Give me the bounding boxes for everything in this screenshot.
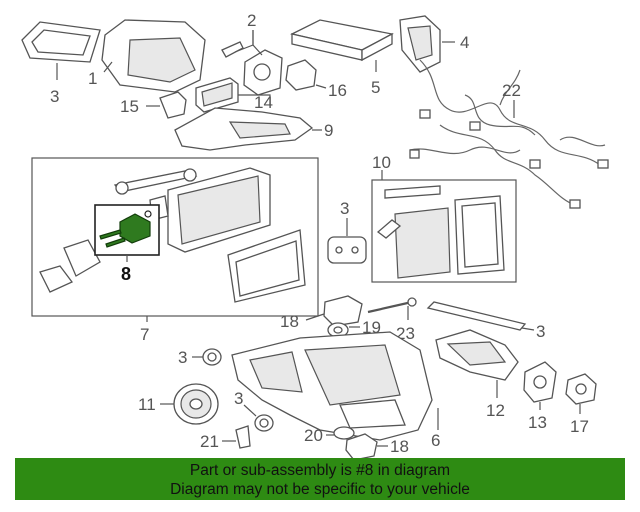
part-16-actuator[interactable] (285, 59, 317, 91)
part-9-duct[interactable] (174, 107, 314, 151)
part-6-hvac-case[interactable] (231, 331, 433, 441)
part-21-hose[interactable] (235, 425, 251, 449)
part-11-blower-motor[interactable] (173, 383, 219, 425)
banner-line-2: Diagram may not be specific to your vehi… (170, 481, 470, 498)
leader-1 (103, 61, 113, 73)
part-18-sensor-lower[interactable] (345, 433, 378, 461)
callout-1: 1 (88, 69, 97, 88)
part-13-actuator[interactable] (523, 361, 557, 403)
callout-6: 6 (431, 431, 440, 450)
leader-2b (252, 30, 263, 56)
callout-17: 17 (570, 417, 589, 436)
part-1-housing-upper[interactable] (101, 19, 206, 93)
part-12-duct[interactable] (435, 329, 519, 381)
callout-19: 19 (362, 318, 381, 337)
callout-9: 9 (324, 121, 333, 140)
subassembly-10-box (371, 179, 517, 283)
part-5-cabin-filter[interactable] (290, 19, 394, 62)
callout-10: 10 (372, 153, 391, 172)
part-17-motor[interactable] (565, 373, 597, 405)
leader-3c (521, 327, 535, 331)
callout-13: 13 (528, 413, 547, 432)
callout-22: 22 (502, 81, 521, 100)
part-23-rod[interactable] (367, 297, 417, 314)
part-18-sensor-upper[interactable] (323, 295, 363, 327)
callout-21: 21 (200, 432, 219, 451)
subassembly-7-box (31, 157, 319, 317)
part-14-module[interactable] (195, 77, 239, 113)
part-7-evaporator-core[interactable] (39, 167, 306, 303)
part-3-grommet-left[interactable] (202, 348, 222, 366)
callout-2: 2 (247, 11, 256, 30)
callout-18a: 18 (280, 312, 299, 331)
part-15-clip[interactable] (159, 91, 187, 119)
callout-18b: 18 (390, 437, 409, 456)
callout-14: 14 (254, 93, 273, 112)
callout-3a: 3 (50, 87, 59, 106)
callout-12: 12 (486, 401, 505, 420)
callout-3e: 3 (234, 389, 243, 408)
callout-3c: 3 (536, 322, 545, 341)
part-3-seal-top-left[interactable] (21, 21, 101, 63)
part-3-gasket-strip[interactable] (426, 301, 527, 331)
callout-16: 16 (328, 81, 347, 100)
callout-8: 8 (121, 264, 131, 284)
leader-14 (238, 94, 271, 105)
callout-15: 15 (120, 97, 139, 116)
callout-4: 4 (460, 33, 469, 52)
callout-7: 7 (140, 325, 149, 344)
callout-3d: 3 (178, 348, 187, 367)
callout-11: 11 (138, 395, 156, 414)
callout-20: 20 (304, 426, 323, 445)
part-3-grommet-middle[interactable] (327, 236, 367, 264)
part-10-heater-core[interactable] (376, 185, 505, 279)
info-banner: Part or sub-assembly is #8 in diagram Di… (15, 458, 625, 500)
callout-3b: 3 (340, 199, 349, 218)
leader-16 (315, 84, 327, 89)
banner-line-1: Part or sub-assembly is #8 in diagram (189, 462, 451, 479)
leader-3e (243, 404, 257, 417)
callout-5: 5 (371, 78, 380, 97)
part-22-wire-harness[interactable] (409, 59, 609, 209)
leader-18a (305, 313, 325, 321)
part-4-bracket[interactable] (399, 15, 441, 73)
part-2-actuator[interactable] (221, 41, 283, 96)
part-20-seal[interactable] (333, 426, 355, 440)
part-3-grommet-lower[interactable] (254, 414, 274, 432)
part-8-highlight-box[interactable] (94, 204, 160, 256)
